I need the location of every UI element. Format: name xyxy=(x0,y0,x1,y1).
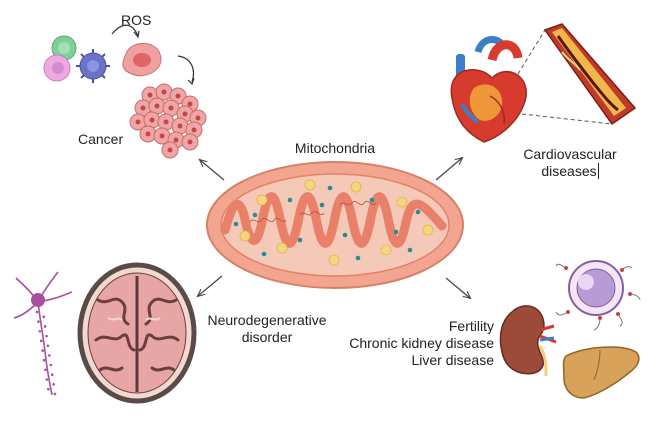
cancer-cells-icon xyxy=(129,83,207,159)
ros-label: ROS xyxy=(121,12,152,28)
kidney-icon xyxy=(499,305,557,377)
arrow-to-fertility-kidney-liver xyxy=(445,277,470,298)
liver-disease-label: Liver disease xyxy=(411,352,495,368)
neuron-icon xyxy=(13,271,73,396)
neurodegenerative-label-line2: disorder xyxy=(241,329,293,345)
mitochondria-label: Mitochondria xyxy=(294,140,376,156)
cardiovascular-label-line2-text: diseases xyxy=(541,163,597,179)
fertility-kidney-liver-label: Fertility Chronic kidney disease Liver d… xyxy=(326,318,494,369)
cardiovascular-label: Cardiovascular diseases xyxy=(512,146,628,180)
ros-cells-icon xyxy=(43,24,195,86)
heart-icon xyxy=(450,36,527,143)
liver-icon xyxy=(562,346,640,399)
neurodegenerative-label: Neurodegenerative disorder xyxy=(200,312,334,346)
brain-icon xyxy=(77,262,197,404)
kidney-disease-label: Chronic kidney disease xyxy=(349,335,494,351)
artery-icon xyxy=(517,23,637,126)
oocyte-icon xyxy=(555,260,641,331)
cardiovascular-label-line1: Cardiovascular xyxy=(523,146,617,162)
arrow-to-neurodegenerative xyxy=(198,275,223,296)
fertility-label: Fertility xyxy=(448,318,494,334)
cardiovascular-label-line2: diseases xyxy=(512,163,628,180)
cancer-label: Cancer xyxy=(78,131,124,147)
text-cursor xyxy=(597,163,599,179)
arrow-to-cardiovascular xyxy=(435,158,462,181)
mitochondria-icon xyxy=(206,161,464,289)
arrow-to-cancer xyxy=(200,160,225,181)
neurodegenerative-label-line1: Neurodegenerative xyxy=(207,312,327,328)
